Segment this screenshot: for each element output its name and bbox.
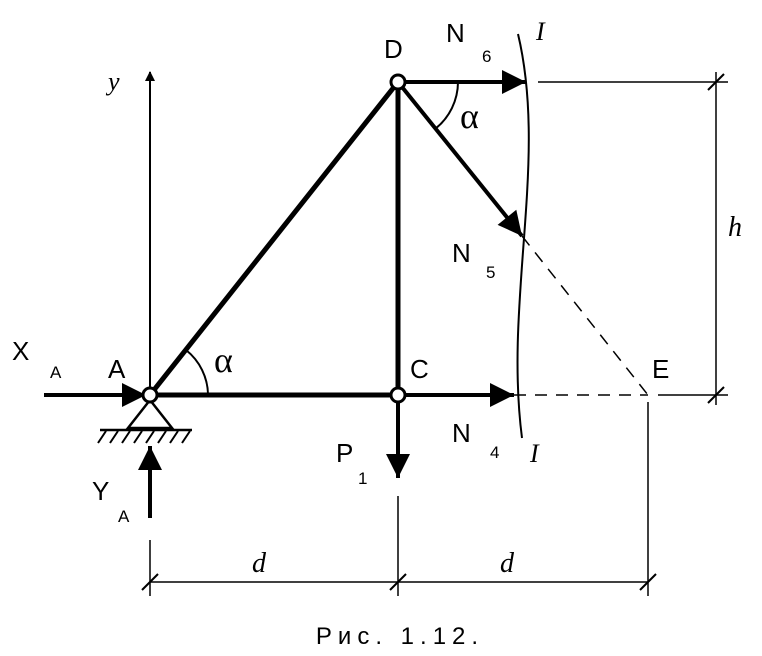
dimension-horizontal [141, 402, 657, 596]
force-label-n6-sub: 6 [482, 47, 491, 66]
joint-a [141, 386, 159, 404]
force-label-n6: N [446, 18, 465, 48]
force-label-n4: N [452, 418, 471, 448]
joint-c [389, 386, 407, 404]
axis-label-y: y [105, 67, 120, 96]
figure-caption: Рис. 1.12. [316, 623, 484, 650]
dashed-line-de [521, 235, 649, 396]
force-label-p1: P [336, 438, 353, 468]
node-label-d: D [384, 34, 403, 64]
dimension-label-d-right: d [500, 548, 515, 579]
angle-arc-d [434, 81, 459, 130]
angle-arc-a [185, 349, 209, 396]
force-label-xa-sub: A [50, 363, 62, 382]
section-label-top: I [535, 17, 546, 46]
force-label-ya-sub: A [118, 507, 130, 526]
force-n5-arrow [396, 80, 524, 238]
force-label-p1-sub: 1 [358, 469, 367, 488]
member-ad [148, 80, 400, 397]
force-label-n4-sub: 4 [490, 443, 499, 462]
section-label-bottom: I [529, 439, 540, 468]
joint-d [389, 73, 407, 91]
force-label-n5: N [452, 238, 471, 268]
angle-label-a: α [214, 340, 233, 380]
node-label-a: A [108, 354, 126, 384]
force-label-n5-sub: 5 [486, 263, 495, 282]
pin-support [97, 397, 192, 444]
node-label-c: C [410, 354, 429, 384]
angle-label-d: α [460, 96, 479, 136]
dimension-label-d-left: d [252, 548, 267, 579]
dimension-label-h: h [728, 212, 742, 243]
node-label-e: E [652, 354, 669, 384]
section-line [516, 33, 530, 439]
force-label-ya: Y [92, 476, 109, 506]
dimension-vertical [538, 72, 728, 405]
force-label-xa: X [12, 336, 29, 366]
